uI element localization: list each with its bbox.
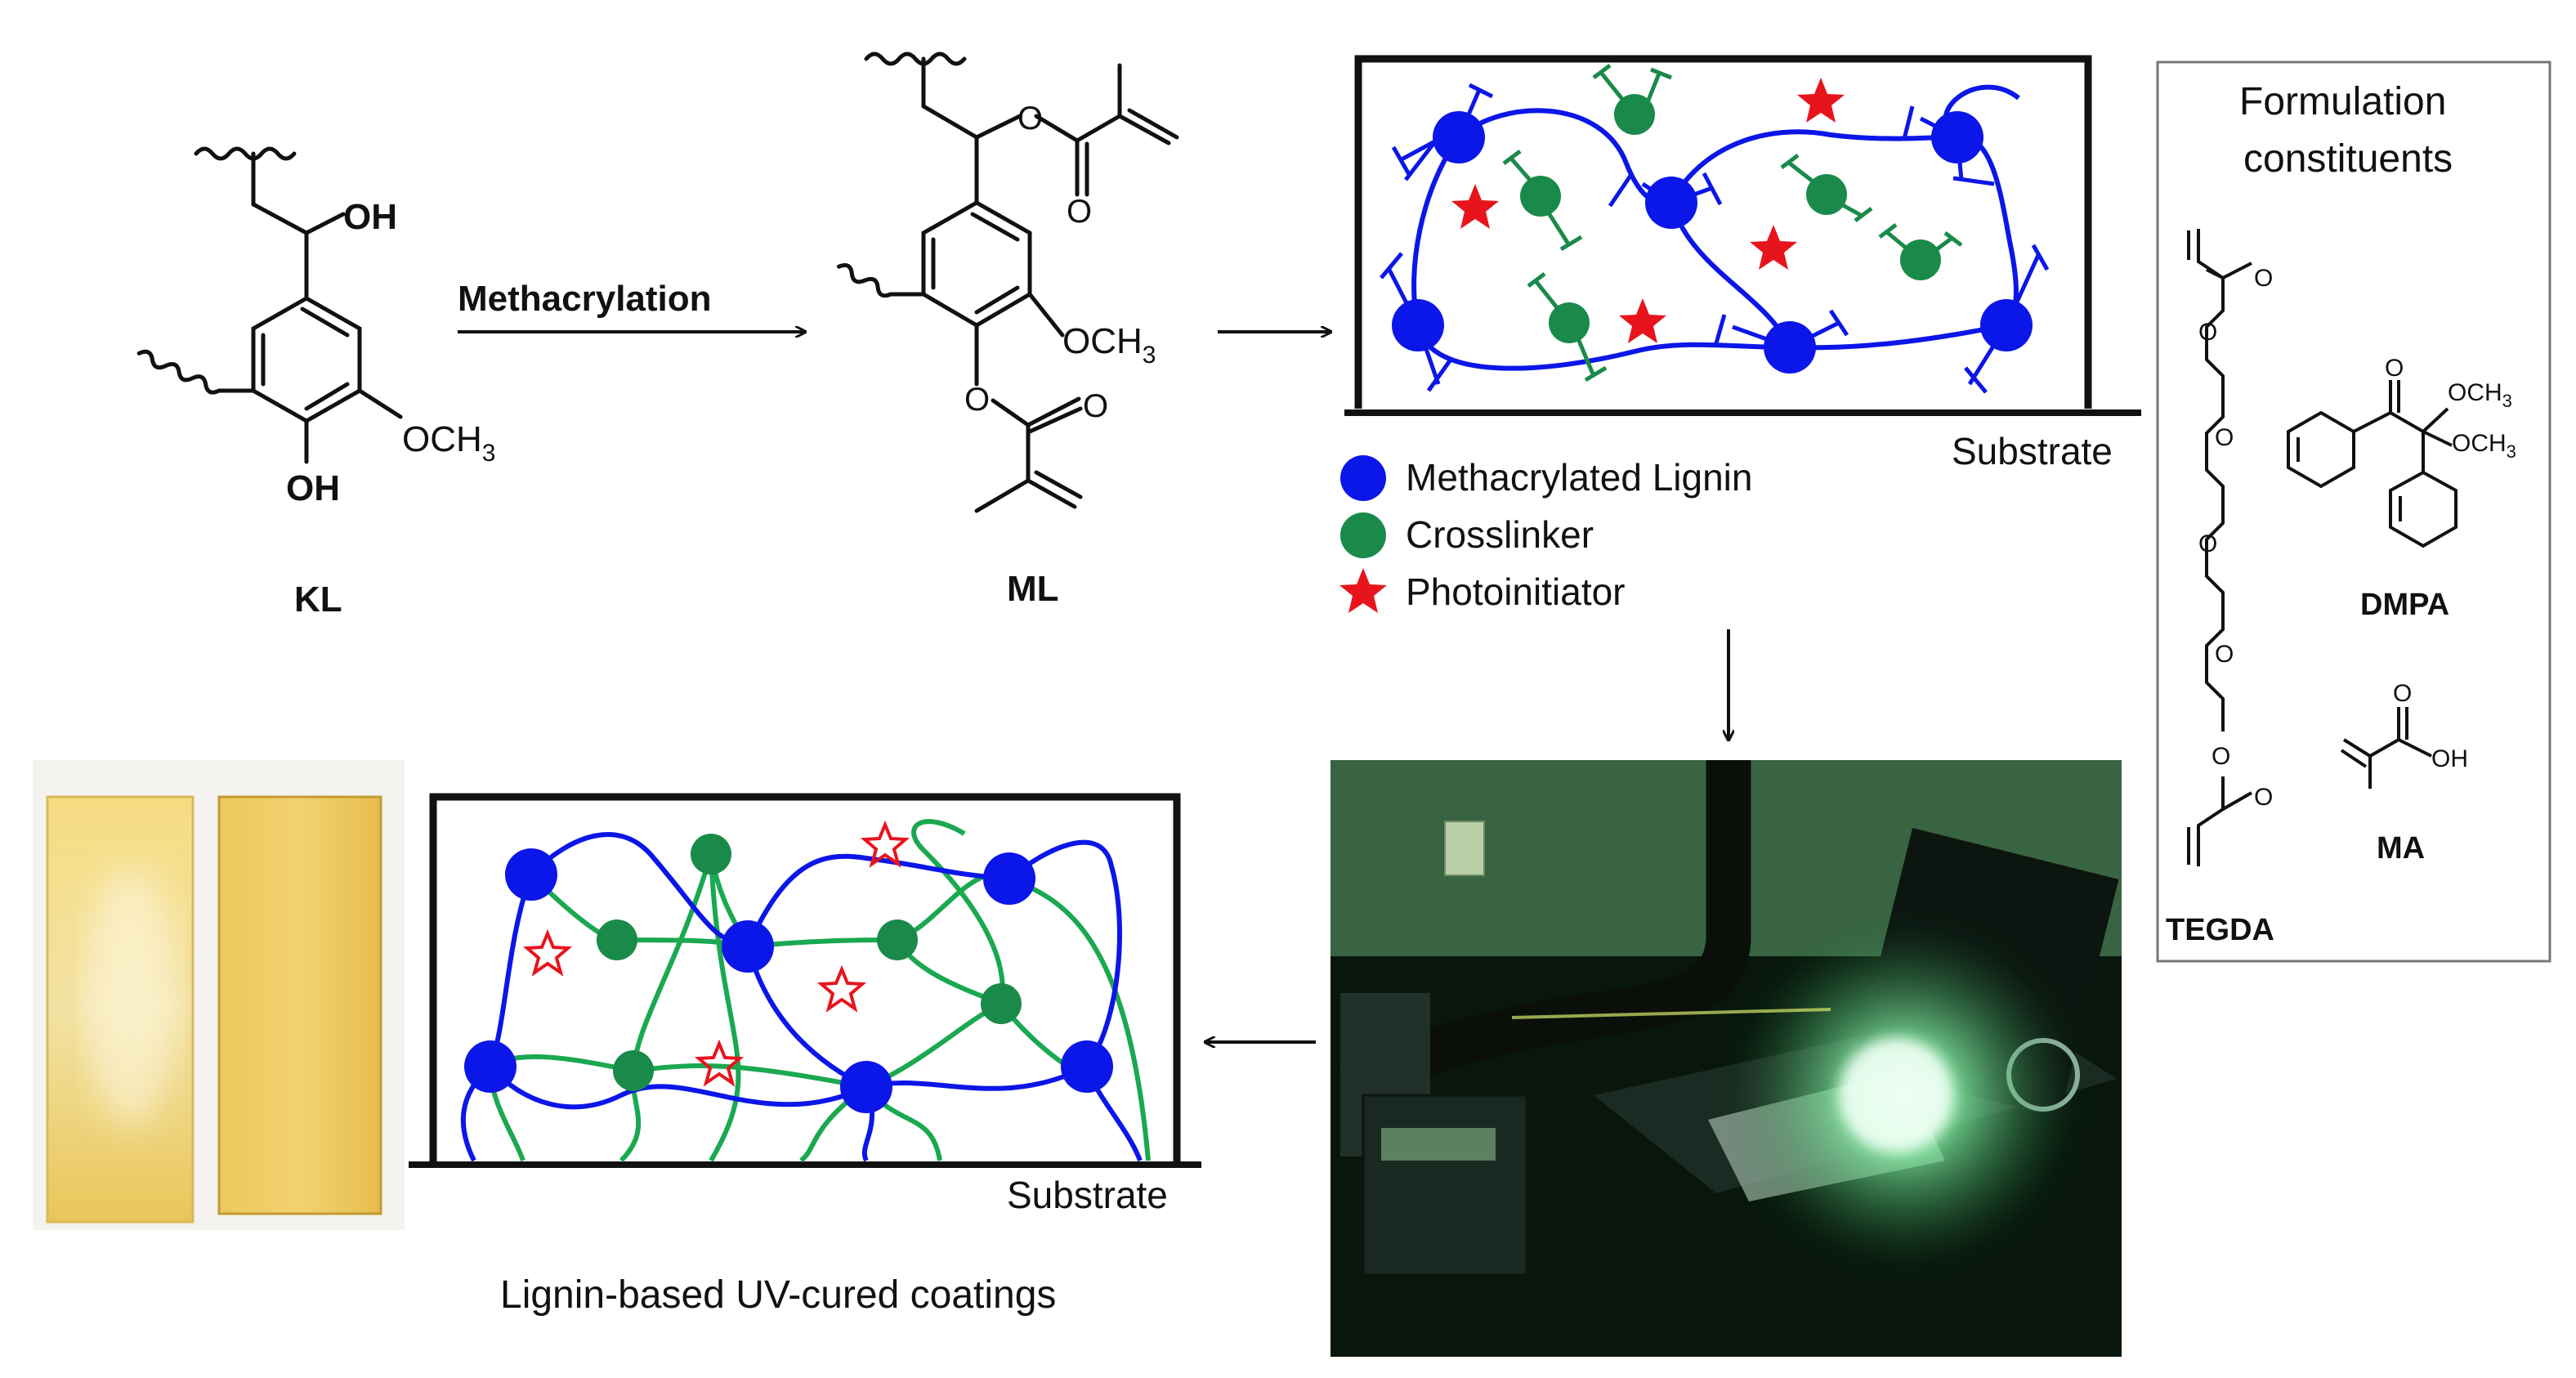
dmpa-och3-b: OCH3 — [2452, 430, 2516, 462]
ml-node — [1061, 1040, 1113, 1093]
crosslinker-node — [1520, 176, 1561, 217]
ml-ester-o-top: O — [1017, 101, 1043, 136]
crosslinker-nodes-uncured — [1520, 94, 1941, 343]
uv-curing-photo — [1330, 760, 2122, 1357]
uncured-formulation-box — [1344, 55, 2141, 416]
ml-ester-o-bottom: O — [964, 382, 990, 418]
spent-photoinitiator-star — [522, 928, 573, 977]
ma-structure — [2340, 707, 2432, 789]
ma-label: MA — [2377, 831, 2425, 866]
substrate-label-top: Substrate — [1952, 430, 2113, 472]
crosslinker-node — [691, 834, 731, 875]
legend: Methacrylated Lignin Crosslinker Photoin… — [1339, 455, 1752, 613]
crosslinker-node — [981, 983, 1022, 1024]
formulation-title-line1: Formulation — [2239, 80, 2446, 123]
formulation-panel: Formulation constituents O O O O O O O T… — [2156, 60, 2551, 963]
spent-photoinitiator-star — [694, 1039, 745, 1087]
legend-swatch-crosslinker — [1340, 512, 1386, 558]
coated-panel-2 — [217, 795, 382, 1215]
photoinitiator-star — [1451, 184, 1499, 229]
legend-label-crosslinker: Crosslinker — [1406, 513, 1594, 556]
tegda-o: O — [2254, 784, 2273, 811]
crosslinker-node — [1614, 94, 1655, 135]
tegda-o: O — [2198, 530, 2217, 557]
ml-structure — [836, 51, 1179, 513]
ml-och3: OCH3 — [1062, 321, 1156, 369]
tegda-o: O — [2215, 424, 2234, 451]
spent-photoinitiator-star — [860, 820, 910, 868]
ma-oh: OH — [2431, 745, 2468, 772]
ml-node — [983, 852, 1035, 905]
photoinitiator-star — [1797, 78, 1845, 123]
kl-oh-top: OH — [343, 197, 397, 237]
formulation-title-line2: constituents — [2243, 137, 2453, 181]
kl-och3: OCH3 — [402, 419, 495, 467]
crosslinker-node — [597, 919, 637, 960]
legend-label-lignin: Methacrylated Lignin — [1406, 456, 1752, 499]
spent-photoinitiator-star — [816, 964, 867, 1013]
tegda-structure — [2187, 229, 2252, 866]
dmpa-och3-a: OCH3 — [2448, 379, 2512, 411]
ml-node — [505, 848, 557, 901]
ml-node — [722, 920, 774, 973]
ma-carbonyl-o: O — [2393, 680, 2412, 707]
tegda-label: TEGDA — [2166, 913, 2274, 947]
dmpa-carbonyl-o: O — [2385, 355, 2404, 382]
substrate-label-bottom: Substrate — [1007, 1174, 1168, 1216]
crosslinker-node — [1549, 302, 1590, 343]
photoinitiators-uncured — [1451, 78, 1845, 343]
crosslinker-node — [1806, 174, 1847, 215]
ml-label: ML — [1007, 569, 1059, 609]
legend-swatch-photoinitiator — [1339, 568, 1387, 613]
crosslinker-nodes-cured — [597, 834, 1022, 1091]
ml-carbonyl-o-top: O — [1067, 194, 1092, 230]
legend-label-photoinitiator: Photoinitiator — [1406, 570, 1626, 613]
methacrylation-label: Methacrylation — [458, 279, 712, 319]
dmpa-structure — [2287, 380, 2457, 548]
photoinitiator-star — [1619, 298, 1666, 343]
crosslinker-node — [877, 919, 918, 960]
ml-nodes-uncured — [1392, 111, 2033, 374]
dmpa-label: DMPA — [2360, 588, 2449, 622]
figure-caption: Lignin-based UV-cured coatings — [500, 1273, 1056, 1317]
ml-nodes-cured — [464, 848, 1113, 1113]
cured-network-box — [409, 793, 1201, 1168]
kl-oh-bottom: OH — [286, 468, 340, 508]
ml-node — [840, 1061, 892, 1113]
ml-carbonyl-o-bottom: O — [1083, 388, 1108, 424]
tegda-o: O — [2198, 319, 2217, 346]
kl-label: KL — [294, 579, 342, 620]
tegda-o: O — [2254, 265, 2273, 292]
crosslinker-node — [613, 1050, 654, 1091]
tegda-o: O — [2212, 743, 2230, 770]
ml-node — [464, 1040, 517, 1093]
coated-samples-photo — [33, 760, 405, 1230]
photoinitiators-cured — [522, 820, 910, 1087]
legend-swatch-lignin — [1340, 455, 1386, 501]
tegda-o: O — [2215, 641, 2234, 668]
kl-structure — [136, 146, 403, 464]
crosslinker-node — [1900, 239, 1941, 280]
photoinitiator-star — [1750, 225, 1797, 270]
